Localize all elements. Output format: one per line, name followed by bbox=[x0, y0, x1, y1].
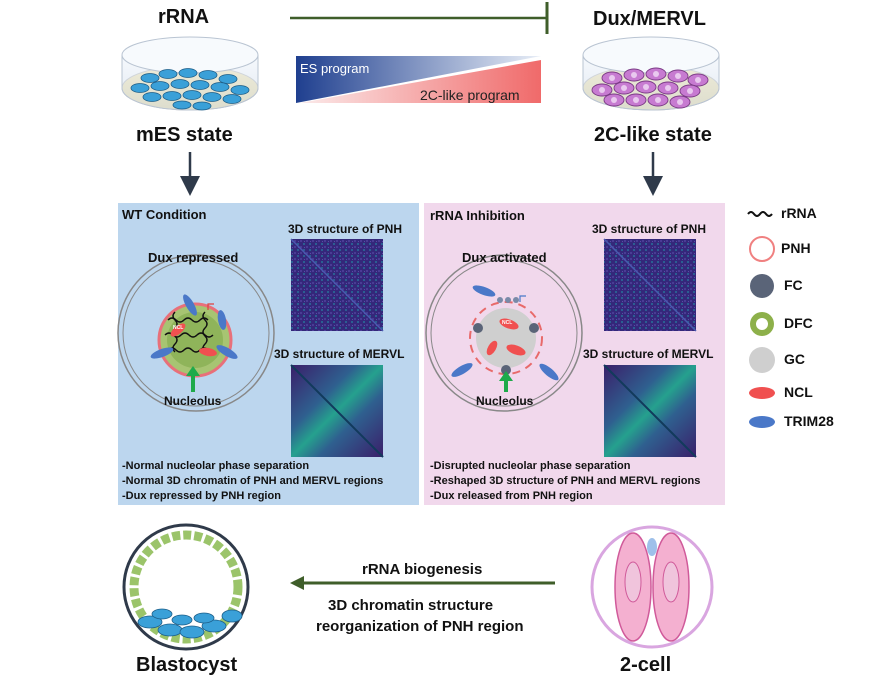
legend-trim28-label: TRIM28 bbox=[784, 413, 834, 429]
es-program-label: ES program bbox=[300, 61, 370, 76]
bottom-arrow-line3: reorganization of PNH region bbox=[316, 618, 524, 635]
mes-state-label: mES state bbox=[136, 124, 233, 146]
legend-ncl-ellipse-icon bbox=[749, 387, 775, 399]
mes-dish bbox=[121, 36, 259, 111]
legend-pnh-ring-icon bbox=[749, 236, 775, 262]
twoc-program-label: 2C-like program bbox=[420, 87, 520, 103]
legend-rrna-label: rRNA bbox=[781, 205, 817, 221]
inh-bullet-2: -Reshaped 3D structure of PNH and MERVL … bbox=[430, 475, 701, 487]
legend-dfc-label: DFC bbox=[784, 315, 813, 331]
two-cell-drawing bbox=[590, 525, 714, 649]
inh-nucleus bbox=[425, 254, 583, 412]
rrna-top-label: rRNA bbox=[158, 6, 210, 28]
wt-nucleolus-label: Nucleolus bbox=[164, 394, 222, 408]
legend-fc-label: FC bbox=[784, 277, 803, 293]
wt-panel-title: WT Condition bbox=[122, 207, 207, 222]
inh-panel-title: rRNA Inhibition bbox=[430, 208, 525, 223]
inh-state-label: Dux activated bbox=[462, 250, 547, 265]
wt-bullet-3: -Dux repressed by PNH region bbox=[122, 490, 281, 502]
inh-bullet-1: -Disrupted nucleolar phase separation bbox=[430, 460, 631, 472]
wt-pnh-title: 3D structure of PNH bbox=[288, 222, 403, 236]
dux-mervl-label: Dux/MERVL bbox=[593, 8, 706, 30]
twoc-dish bbox=[582, 36, 720, 111]
inh-mervl-title: 3D structure of MERVL bbox=[583, 347, 714, 361]
legend-fc-dot-icon bbox=[750, 274, 774, 298]
twoc-state-label: 2C-like state bbox=[594, 124, 712, 146]
legend-wave-icon bbox=[747, 211, 773, 217]
bottom-arrow-line1: rRNA biogenesis bbox=[362, 561, 483, 578]
wt-nucleus bbox=[117, 254, 275, 412]
twoc-program-wedge bbox=[300, 60, 541, 103]
inh-pnh-title: 3D structure of PNH bbox=[592, 222, 707, 236]
legend-trim28-ellipse-icon bbox=[749, 416, 775, 428]
es-program-wedge bbox=[296, 56, 541, 103]
blastocyst-drawing bbox=[122, 523, 250, 651]
two-cell-label: 2-cell bbox=[620, 654, 672, 676]
legend-ncl-label: NCL bbox=[784, 384, 813, 400]
wt-bullet-2: -Normal 3D chromatin of PNH and MERVL re… bbox=[122, 475, 384, 487]
inh-ncl-label: NCL bbox=[502, 320, 513, 326]
legend-gc-dot-icon bbox=[749, 347, 775, 373]
wt-state-label: Dux repressed bbox=[148, 250, 239, 265]
bottom-arrow-line2: 3D chromatin structure bbox=[328, 597, 494, 614]
wt-mervl-title: 3D structure of MERVL bbox=[274, 347, 405, 361]
wt-bullet-1: -Normal nucleolar phase separation bbox=[122, 460, 310, 472]
bottom-arrowhead bbox=[290, 576, 304, 590]
blastocyst-label: Blastocyst bbox=[136, 654, 238, 676]
legend-pnh-label: PNH bbox=[781, 240, 811, 256]
inh-bullet-3: -Dux released from PNH region bbox=[430, 490, 593, 502]
wt-ncl-label: NCL bbox=[173, 325, 184, 331]
inh-nucleolus-label: Nucleolus bbox=[476, 394, 534, 408]
legend-gc-label: GC bbox=[784, 351, 805, 367]
